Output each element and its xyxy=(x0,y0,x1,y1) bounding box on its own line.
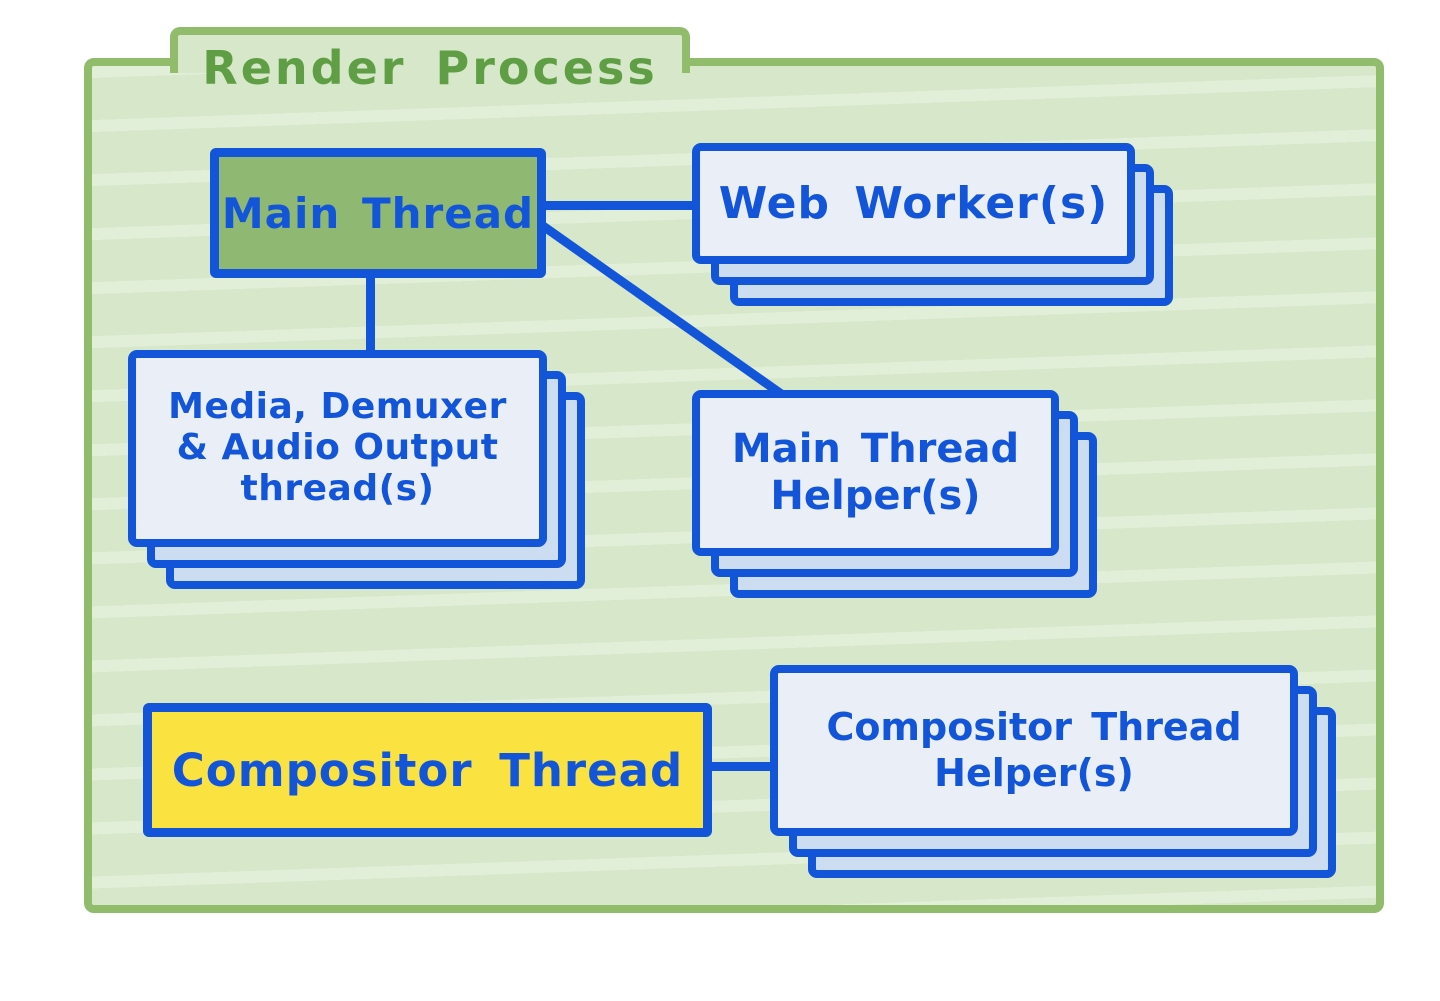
web-workers-stack: Web Worker(s) xyxy=(692,143,1173,306)
media-demuxer-audio-threads-box: Media, Demuxer & Audio Output thread(s) xyxy=(128,350,547,547)
media-demuxer-audio-threads-stack: Media, Demuxer & Audio Output thread(s) xyxy=(128,350,585,589)
compositor-thread-helpers-label-line1: Compositor Thread xyxy=(826,704,1242,749)
main-thread-helpers-label-line2: Helper(s) xyxy=(770,473,981,519)
folder-title: Render Process xyxy=(202,41,658,95)
compositor-thread-helpers-label-line2: Helper(s) xyxy=(934,750,1134,795)
compositor-thread-label: Compositor Thread xyxy=(171,743,684,797)
compositor-thread-helpers-stack: Compositor Thread Helper(s) xyxy=(770,665,1336,878)
media-threads-label-line2: & Audio Output xyxy=(176,427,499,469)
main-thread-label: Main Thread xyxy=(221,188,535,238)
main-thread-helpers-box: Main Thread Helper(s) xyxy=(692,390,1059,556)
main-thread-helpers-label-line1: Main Thread xyxy=(731,425,1020,472)
compositor-thread-helpers-box: Compositor Thread Helper(s) xyxy=(770,665,1298,836)
render-process-folder-tab: Render Process xyxy=(170,27,690,95)
connector-compositor-thread-to-compositor-helpers xyxy=(705,762,777,771)
web-workers-box: Web Worker(s) xyxy=(692,143,1135,264)
connector-main-thread-to-web-workers xyxy=(540,201,698,210)
main-thread-box: Main Thread xyxy=(210,148,546,278)
compositor-thread-box: Compositor Thread xyxy=(143,703,712,837)
media-threads-label-line3: thread(s) xyxy=(240,467,435,509)
main-thread-helpers-stack: Main Thread Helper(s) xyxy=(692,390,1097,598)
connector-main-thread-to-media-threads xyxy=(366,272,375,356)
web-workers-label: Web Worker(s) xyxy=(718,178,1109,229)
media-threads-label-line1: Media, Demuxer xyxy=(168,386,507,428)
